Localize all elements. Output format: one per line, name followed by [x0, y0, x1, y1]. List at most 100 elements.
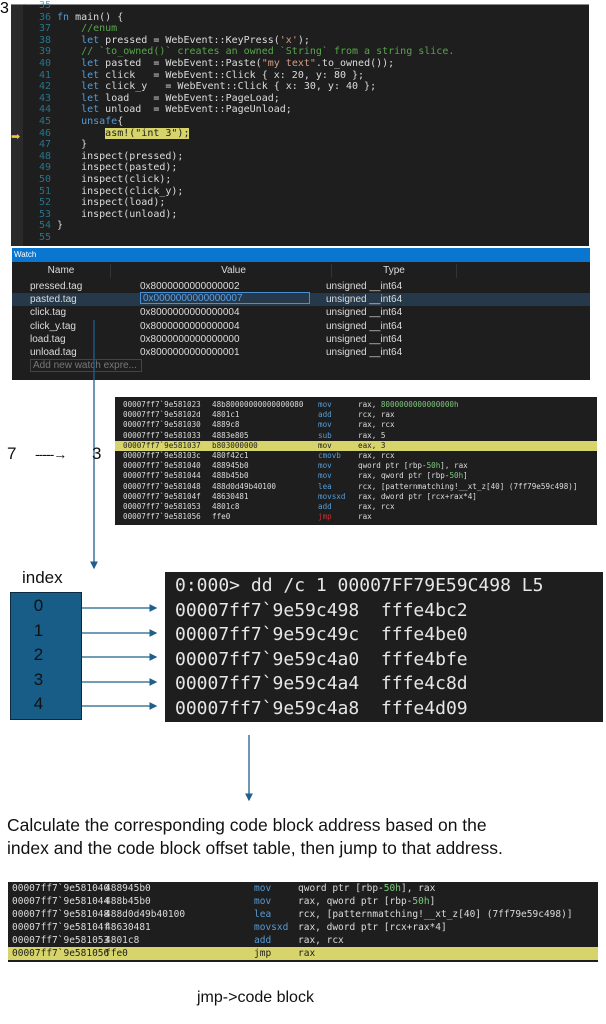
- line-number: 54: [38, 220, 51, 232]
- code-line: 49 inspect(pasted);: [23, 162, 177, 174]
- line-number: 55: [38, 232, 51, 243]
- index-3-label: 3: [92, 444, 102, 463]
- line-number: 47: [38, 139, 51, 151]
- watch-name: click.tag: [30, 307, 67, 319]
- line-number: 37: [38, 23, 51, 35]
- disasm-address: 00007ff7`9e581044: [12, 896, 110, 907]
- line-number: 40: [38, 58, 51, 69]
- operand-part: 8000000000000000h: [380, 400, 459, 409]
- disasm-operands: rax, dword ptr [rcx+rax*4]: [358, 492, 477, 502]
- memory-value: fffe4be0: [380, 624, 468, 645]
- disasm-bytes: 4883e805: [212, 430, 249, 440]
- index-value: 3: [33, 669, 44, 689]
- disasm-bytes: 48630481: [212, 491, 249, 501]
- line-number: 51: [38, 185, 51, 197]
- operand-part: eax, 3: [358, 440, 386, 450]
- disasm-operands: rax, rcx: [298, 934, 344, 947]
- add-watch-input[interactable]: Add new watch expre...: [30, 359, 142, 372]
- code-token: pasted = WebEvent::Paste(: [105, 58, 262, 69]
- disasm-bytes: 488945b0: [105, 883, 151, 894]
- code-line: 44 let unload = WebEvent::PageUnload;: [23, 104, 292, 116]
- watch-value: 0x8000000000000002: [140, 281, 240, 292]
- disasm-mnemonic: mov: [318, 440, 332, 450]
- code-token: let: [57, 69, 106, 81]
- disasm-address: 00007ff7`9e581037: [123, 440, 201, 450]
- operand-part: rcx, [patternmatching!__xt_z[40] (7ff79e…: [358, 481, 578, 491]
- disasm-mnemonic: mov: [254, 883, 272, 894]
- terminal-row: 00007ff7`9e59c4a0 fffe4bfe: [175, 648, 468, 673]
- operand-part: rax, qword ptr [rbp-: [358, 471, 450, 481]
- disasm-address: 00007ff7`9e58102d: [123, 410, 201, 420]
- watch-name: unload.tag: [30, 347, 77, 358]
- disasm-operands: rax, qword ptr [rbp-50h]: [358, 471, 468, 481]
- disasm-bytes: 4801c8: [105, 935, 140, 946]
- code-token: let: [57, 104, 106, 116]
- operand-part: rax, rcx: [358, 420, 395, 430]
- line-number: 53: [38, 208, 51, 220]
- code-line: 47 }: [23, 139, 87, 151]
- operand-part: rax: [298, 948, 316, 959]
- editor-gutter[interactable]: [11, 5, 23, 246]
- memory-address: 00007ff7`9e59c49c: [175, 624, 360, 645]
- disasm-row[interactable]: 00007ff7`9e581037 b803000000 mov eax, 3: [115, 440, 597, 451]
- code-token: asm!("int 3");: [105, 127, 190, 139]
- disasm-mnemonic: mov: [318, 400, 332, 409]
- operand-part: rax, rcx: [298, 935, 344, 946]
- disasm-address: 00007ff7`9e581040: [123, 461, 201, 471]
- watch-value: 0x8000000000000000: [140, 333, 240, 345]
- disasm-bytes: 4889c8: [212, 420, 240, 430]
- column-header-value[interactable]: Value: [136, 264, 332, 278]
- index-label: index: [22, 568, 63, 587]
- watch-value[interactable]: 0x0000000000000007: [140, 292, 310, 305]
- disasm-operands: rax: [298, 947, 315, 960]
- column-header-type[interactable]: Type: [332, 264, 457, 278]
- code-token: click_y = WebEvent::Click { x: 30, y: 40…: [105, 81, 377, 93]
- memory-value: fffe4d09: [380, 697, 468, 719]
- disasm-mnemonic: sub: [318, 430, 332, 440]
- operand-part: ], rax: [440, 461, 468, 471]
- terminal-row: 00007ff7`9e59c498 fffe4bc2: [175, 599, 468, 624]
- disasm-mnemonic: lea: [254, 909, 272, 920]
- watch-value: 0x8000000000000004: [140, 320, 240, 332]
- memory-address: 00007ff7`9e59c498: [175, 599, 360, 621]
- operand-part: rax, rcx: [358, 502, 395, 511]
- disasm-mnemonic: mov: [254, 896, 272, 907]
- line-number: 35: [38, 0, 51, 11]
- code-token: let: [57, 81, 106, 93]
- code-line: 48 inspect(pressed);: [23, 151, 183, 163]
- disasm-bytes: ffe0: [105, 948, 128, 959]
- line-number: 49: [38, 162, 51, 174]
- operand-part: 50h: [383, 883, 401, 894]
- code-token: // `to_owned()` creates an owned `String…: [57, 46, 455, 58]
- disasm-bytes: b803000000: [212, 440, 258, 450]
- operand-part: ], rax: [400, 883, 436, 894]
- disasm-address: 00007ff7`9e58103c: [123, 451, 201, 460]
- code-token: fn: [57, 11, 76, 23]
- operand-part: rax,: [358, 400, 381, 409]
- column-header-name[interactable]: Name: [12, 264, 111, 278]
